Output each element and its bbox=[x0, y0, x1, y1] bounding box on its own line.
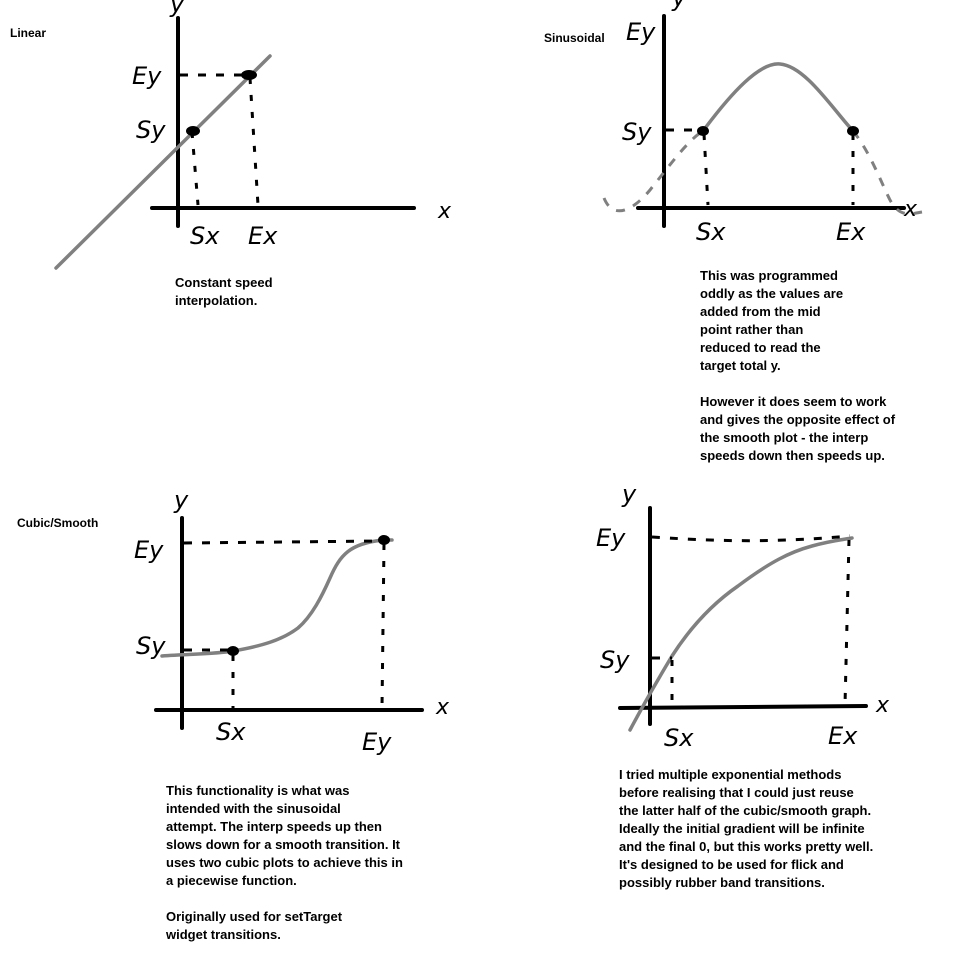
cubic-ey-guide bbox=[183, 539, 383, 545]
sinusoidal-graph: y x Ey Sy Sx Ex bbox=[602, 0, 923, 246]
sinusoidal-sx-guide bbox=[702, 133, 710, 206]
linear-end-point bbox=[241, 70, 257, 80]
linear-graph: y x Ey Sy Sx Ex bbox=[54, 0, 452, 270]
linear-sy-label: Sy bbox=[136, 116, 166, 144]
sinusoidal-ey-label: Ey bbox=[626, 18, 656, 46]
exponential-sy-label: Sy bbox=[600, 646, 630, 674]
exponential-x-axis-label: x bbox=[875, 693, 890, 718]
cubic-y-axis-label: y bbox=[173, 486, 189, 514]
exponential-sx-label: Sx bbox=[664, 724, 694, 752]
linear-ey-label: Ey bbox=[132, 62, 162, 90]
cubic-sy-label: Sy bbox=[136, 632, 166, 660]
sinusoidal-y-axis-label: y bbox=[671, 0, 687, 12]
cubic-note: This functionality is what was intended … bbox=[166, 783, 403, 942]
linear-ex-guide bbox=[248, 77, 260, 206]
linear-curve bbox=[54, 54, 272, 270]
linear-ex-label: Ex bbox=[248, 222, 278, 250]
linear-note: Constant speed interpolation. bbox=[175, 275, 273, 308]
cubic-sx-label: Sx bbox=[216, 718, 246, 746]
sinusoidal-end-point bbox=[847, 126, 859, 136]
sinusoidal-extension-left bbox=[602, 129, 704, 213]
exponential-x-axis bbox=[618, 704, 868, 710]
sinusoidal-sx-label: Sx bbox=[696, 218, 726, 246]
linear-start-point bbox=[186, 126, 200, 136]
sinusoidal-x-axis-label: x bbox=[903, 197, 918, 222]
sinusoidal-note: This was programmed oddly as the values … bbox=[700, 268, 896, 463]
sinusoidal-curve bbox=[701, 62, 855, 133]
linear-y-axis-label: y bbox=[169, 0, 185, 18]
cubic-ex-label: Ey bbox=[362, 728, 392, 756]
exponential-curve bbox=[628, 536, 854, 732]
linear-sx-label: Sx bbox=[190, 222, 220, 250]
cubic-ex-guide bbox=[380, 543, 386, 709]
sinusoidal-extension-right bbox=[851, 130, 923, 216]
cubic-end-point bbox=[378, 535, 390, 545]
cubic-x-axis-label: x bbox=[435, 695, 450, 720]
sinusoidal-ex-label: Ex bbox=[836, 218, 866, 246]
exponential-graph: y x Ey Sy Sx Ex bbox=[596, 480, 890, 752]
cubic-ey-label: Ey bbox=[134, 536, 164, 564]
sinusoidal-sy-label: Sy bbox=[622, 118, 652, 146]
cubic-start-point bbox=[227, 646, 239, 656]
linear-sx-guide bbox=[190, 131, 200, 206]
cubic-graph: y x Ey Sy Sx Ey bbox=[134, 486, 450, 756]
cubic-curve bbox=[160, 538, 394, 658]
linear-title: Linear bbox=[10, 26, 47, 40]
cubic-title: Cubic/Smooth bbox=[17, 516, 99, 530]
exponential-ex-label: Ex bbox=[828, 722, 858, 750]
sinusoidal-title: Sinusoidal bbox=[544, 31, 605, 45]
exponential-y-axis-label: y bbox=[621, 480, 637, 508]
sinusoidal-start-point bbox=[697, 126, 709, 136]
linear-x-axis-label: x bbox=[437, 199, 452, 224]
exponential-ey-label: Ey bbox=[596, 524, 626, 552]
exponential-ex-guide bbox=[843, 539, 851, 706]
exponential-ey-guide bbox=[651, 534, 851, 543]
exponential-note: I tried multiple exponential methods bef… bbox=[619, 767, 874, 890]
